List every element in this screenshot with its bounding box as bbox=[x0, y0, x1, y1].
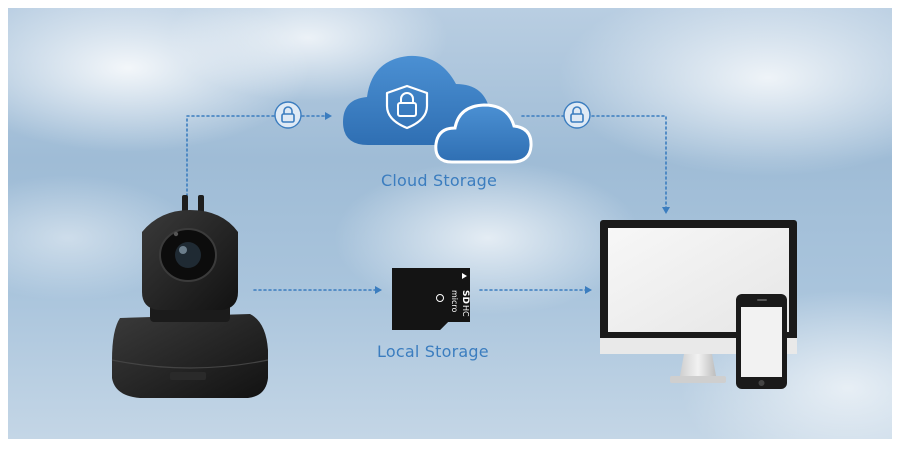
cloud-icon bbox=[434, 103, 533, 164]
microsd-card-icon: micro SD HC bbox=[392, 268, 470, 330]
security-camera-icon bbox=[111, 195, 269, 398]
sdcard-marking: micro bbox=[450, 290, 459, 313]
lock-icon bbox=[563, 101, 591, 129]
cloud-shield-icon bbox=[343, 55, 491, 145]
cloud-storage-label: Cloud Storage bbox=[381, 171, 497, 190]
smartphone-icon bbox=[736, 294, 787, 389]
cloud-to-monitor-line bbox=[521, 115, 670, 214]
sdcard-marking: SD bbox=[460, 290, 470, 304]
local-storage-label: Local Storage bbox=[377, 342, 489, 361]
lock-icon bbox=[274, 101, 302, 129]
camera-to-cloud-line bbox=[186, 112, 332, 197]
sdcard-marking: HC bbox=[461, 305, 470, 317]
